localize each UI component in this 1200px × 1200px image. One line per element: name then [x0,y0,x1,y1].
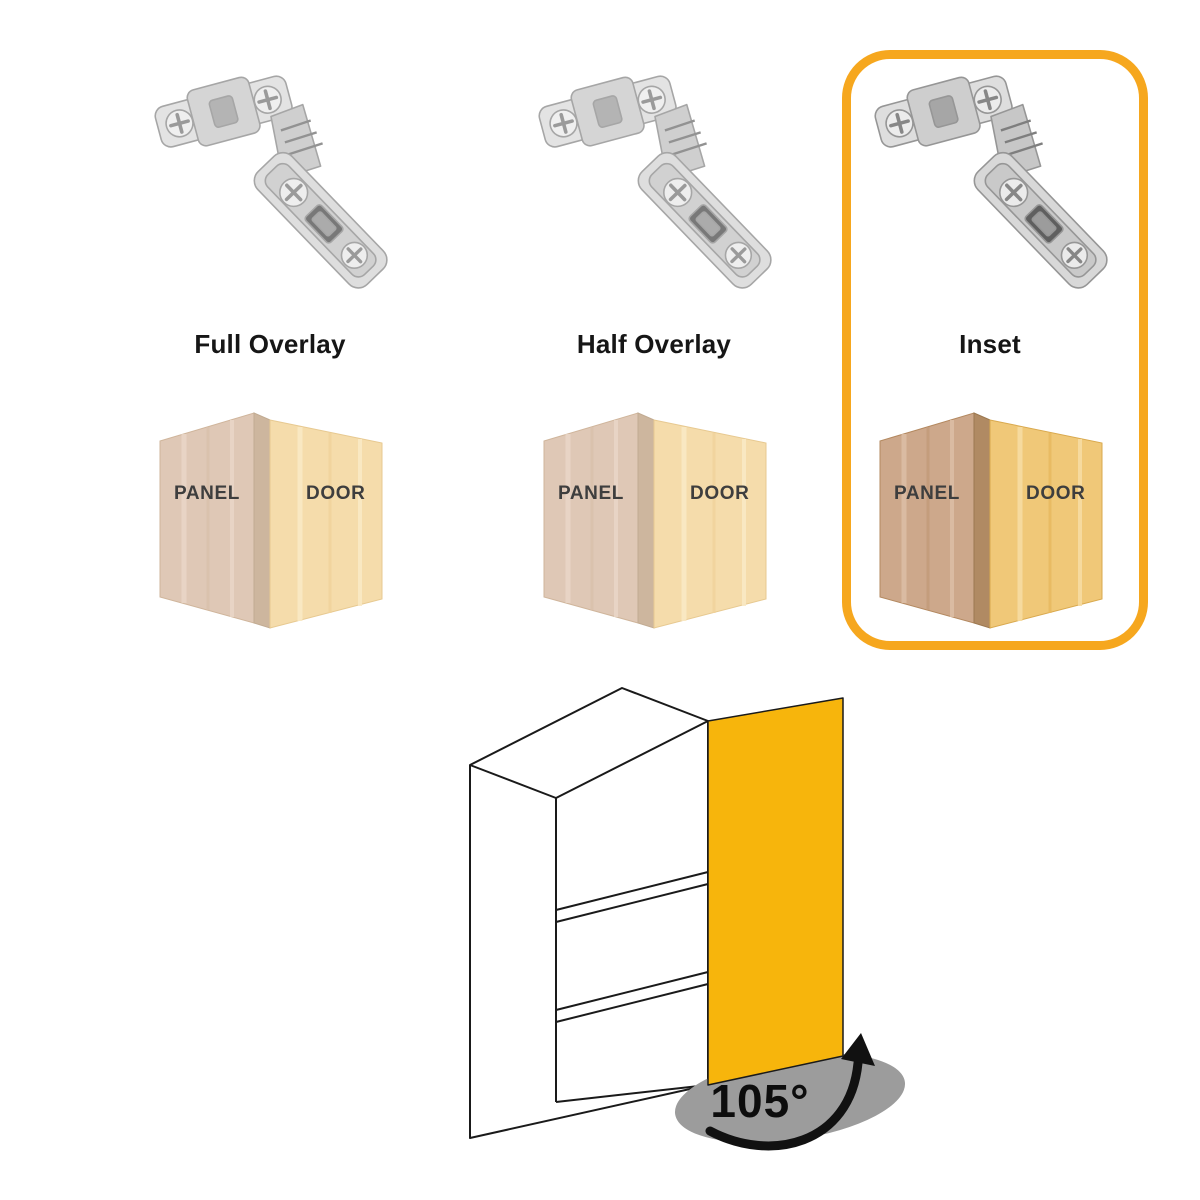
panel-door-corner-icon: PANEL DOOR [534,407,774,629]
panel-door-corner-icon: PANEL DOOR [150,407,390,629]
option-inset[interactable]: Inset PANEL DOOR [860,55,1120,629]
door-swing-arrow-icon [705,1033,875,1151]
door-label: DOOR [1026,483,1086,504]
door-label: DOOR [690,483,750,504]
open-door [707,697,844,1086]
option-label: Full Overlay [194,329,346,359]
hinge-icon [865,55,1115,323]
door-label: DOOR [306,483,366,504]
panel-door-corner-icon: PANEL DOOR [870,407,1110,629]
open-cabinet-icon [469,687,709,1139]
option-label: Half Overlay [576,329,732,359]
panel-label: PANEL [558,483,624,504]
cabinet-open-door-illustration: 105° [430,665,910,1195]
panel-label: PANEL [174,483,240,504]
option-half-overlay[interactable]: Half Overlay PANEL DOOR [524,55,784,629]
selected-option-highlight [842,50,1148,650]
option-full-overlay[interactable]: Full Overlay PANEL DOOR [140,55,400,629]
hinge-icon [145,55,395,323]
option-label: Inset [959,329,1021,359]
panel-label: PANEL [894,483,960,504]
hinge-icon [529,55,779,323]
angle-label: 105° [710,1075,809,1127]
